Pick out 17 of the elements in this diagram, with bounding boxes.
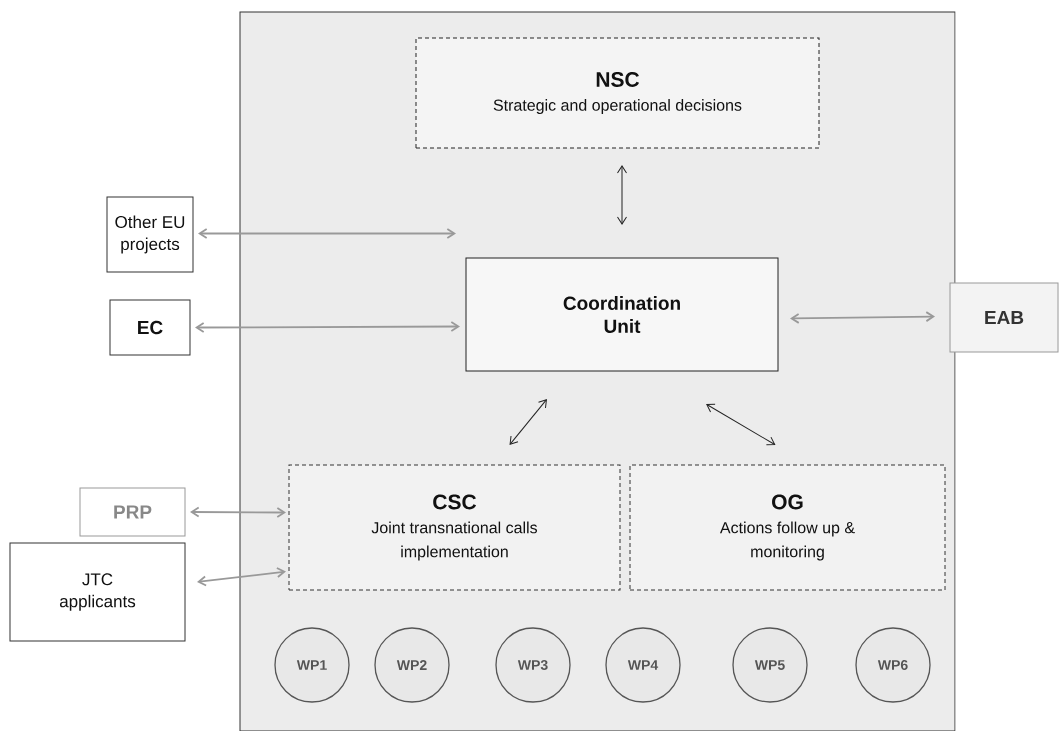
partner-box: Other EU projects (106, 196, 194, 273)
committee-box: OG Actions follow up & monitoring (629, 464, 946, 591)
partner-box: JTC applicants (9, 542, 186, 642)
partner-box: EAB (949, 282, 1059, 353)
arrow (195, 321, 460, 333)
committee-box: CSC Joint transnational calls implementation (288, 464, 621, 591)
arrow (198, 228, 456, 239)
unit-box: Coordination Unit (465, 257, 779, 372)
arrow (509, 399, 547, 445)
partner-box: EC (109, 299, 191, 356)
arrow (790, 311, 935, 324)
committee-box: NSC Strategic and operational decisions (415, 37, 820, 149)
arrow (706, 403, 776, 446)
arrow (190, 506, 286, 518)
arrow (617, 165, 627, 225)
partner-box: PRP (79, 487, 186, 537)
arrow (197, 567, 286, 587)
